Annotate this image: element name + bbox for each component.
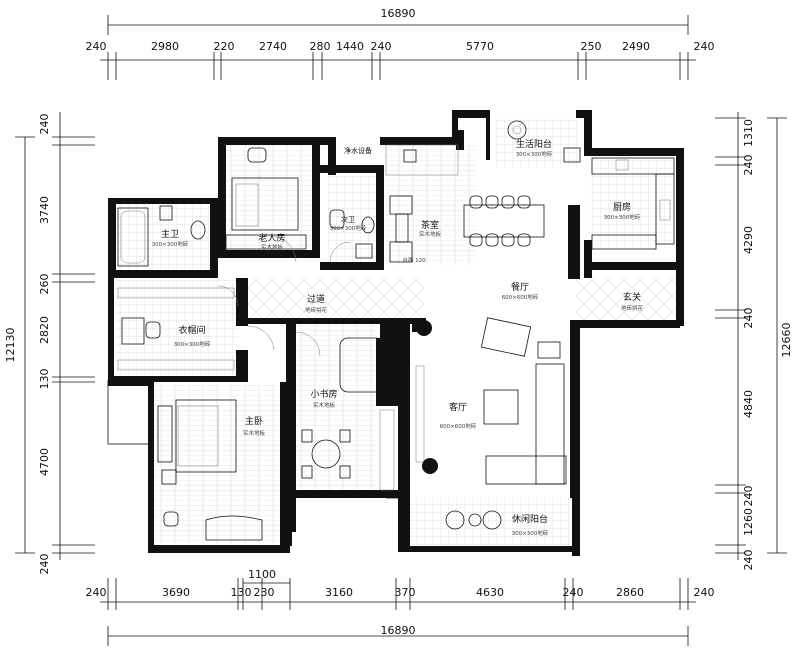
sub-master-bath: 300×300地砖 [152,240,189,248]
room-labels: 主卫 300×300地砖 老人房 实木地板 净水设备 次卫 300×300地砖 … [152,138,644,537]
right-seg-4: 4840 [742,390,755,418]
left-seg-3: 2820 [38,316,51,344]
label-foyer: 玄关 [623,291,641,303]
counter-note: 台面 120 [402,256,426,264]
label-dining: 餐厅 [511,281,529,293]
right-seg-6: 1260 [742,508,755,536]
left-seg-1: 3740 [38,196,51,224]
right-seg-7: 240 [742,550,755,571]
top-seg-5: 1440 [336,40,364,53]
top-seg-8: 250 [581,40,602,53]
label-water-purifier: 净水设备 [344,146,372,155]
sub-kitchen: 300×300地砖 [604,213,641,221]
label-leisure-balcony: 休闲阳台 [512,513,548,525]
label-master-bath: 主卫 [161,228,179,240]
sub-service-balcony: 300×300地砖 [516,150,553,158]
left-dimensions: 12130 240 3740 260 2820 130 4700 240 [4,112,95,575]
left-seg-0: 240 [38,114,51,135]
top-seg-3: 2740 [259,40,287,53]
label-cloakroom: 衣帽间 [178,324,205,336]
bottom-total: 16890 [381,624,416,637]
bottom-seg-0: 240 [86,586,107,599]
right-dimensions: 1310 240 4290 240 4840 240 1260 240 1266… [715,112,793,571]
furniture [117,120,675,541]
sub-corridor: 地砖拼花 [305,306,328,314]
label-kitchen: 厨房 [613,201,631,213]
sub-foyer: 地砖拼花 [621,304,644,312]
bottom-seg-6: 4630 [476,586,504,599]
sub-elder-room: 实木地板 [261,243,284,251]
top-seg-2: 220 [214,40,235,53]
bottom-upper: 1100 [248,568,276,581]
label-small-study: 小书房 [310,388,337,400]
bottom-seg-9: 240 [694,586,715,599]
top-seg-1: 2980 [151,40,179,53]
label-elder-room: 老人房 [258,232,285,244]
sub-cloakroom: 300×300地砖 [174,340,211,348]
bottom-seg-7: 240 [563,586,584,599]
bottom-seg-5: 370 [395,586,416,599]
sub-second-bath: 300×300地砖 [330,224,367,232]
left-total: 12130 [4,328,17,363]
label-service-balcony: 生活阳台 [516,138,552,150]
top-seg-0: 240 [86,40,107,53]
label-master-bed: 主卧 [245,415,263,427]
right-total: 12660 [780,323,793,358]
sub-living: 600×600地砖 [440,422,477,430]
left-seg-5: 4700 [38,448,51,476]
label-second-bath: 次卫 [341,215,355,224]
windows [116,139,681,550]
bottom-seg-4: 3160 [325,586,353,599]
left-seg-4: 130 [38,369,51,390]
top-total: 16890 [381,7,416,20]
label-tea-room: 茶室 [421,219,439,231]
walls [107,110,684,556]
bottom-seg-3: 230 [254,586,275,599]
top-seg-9: 2490 [622,40,650,53]
top-seg-7: 5770 [466,40,494,53]
sub-dining: 600×600地砖 [502,293,539,301]
label-corridor: 过道 [307,293,325,305]
top-seg-4: 280 [310,40,331,53]
top-seg-6: 240 [371,40,392,53]
left-seg-6: 240 [38,554,51,575]
right-seg-2: 4290 [742,226,755,254]
right-seg-1: 240 [742,155,755,176]
sub-master-bed: 实木地板 [243,429,266,437]
sub-leisure-balcony: 300×300地砖 [512,529,549,537]
top-dimensions: 16890 240 2980 220 2740 280 1440 240 577… [86,7,715,80]
left-seg-2: 260 [38,274,51,295]
top-seg-10: 240 [694,40,715,53]
bottom-seg-2: 130 [231,586,252,599]
right-seg-3: 240 [742,308,755,329]
right-seg-5: 240 [742,486,755,507]
sub-small-study: 实木地板 [313,401,336,409]
bottom-seg-1: 3690 [162,586,190,599]
bottom-dimensions: 1100 240 3690 130 230 3160 370 4630 240 … [86,568,715,646]
bottom-seg-8: 2860 [616,586,644,599]
label-living: 客厅 [449,401,467,413]
sub-tea-room: 实木地板 [419,230,442,238]
right-seg-0: 1310 [742,119,755,147]
